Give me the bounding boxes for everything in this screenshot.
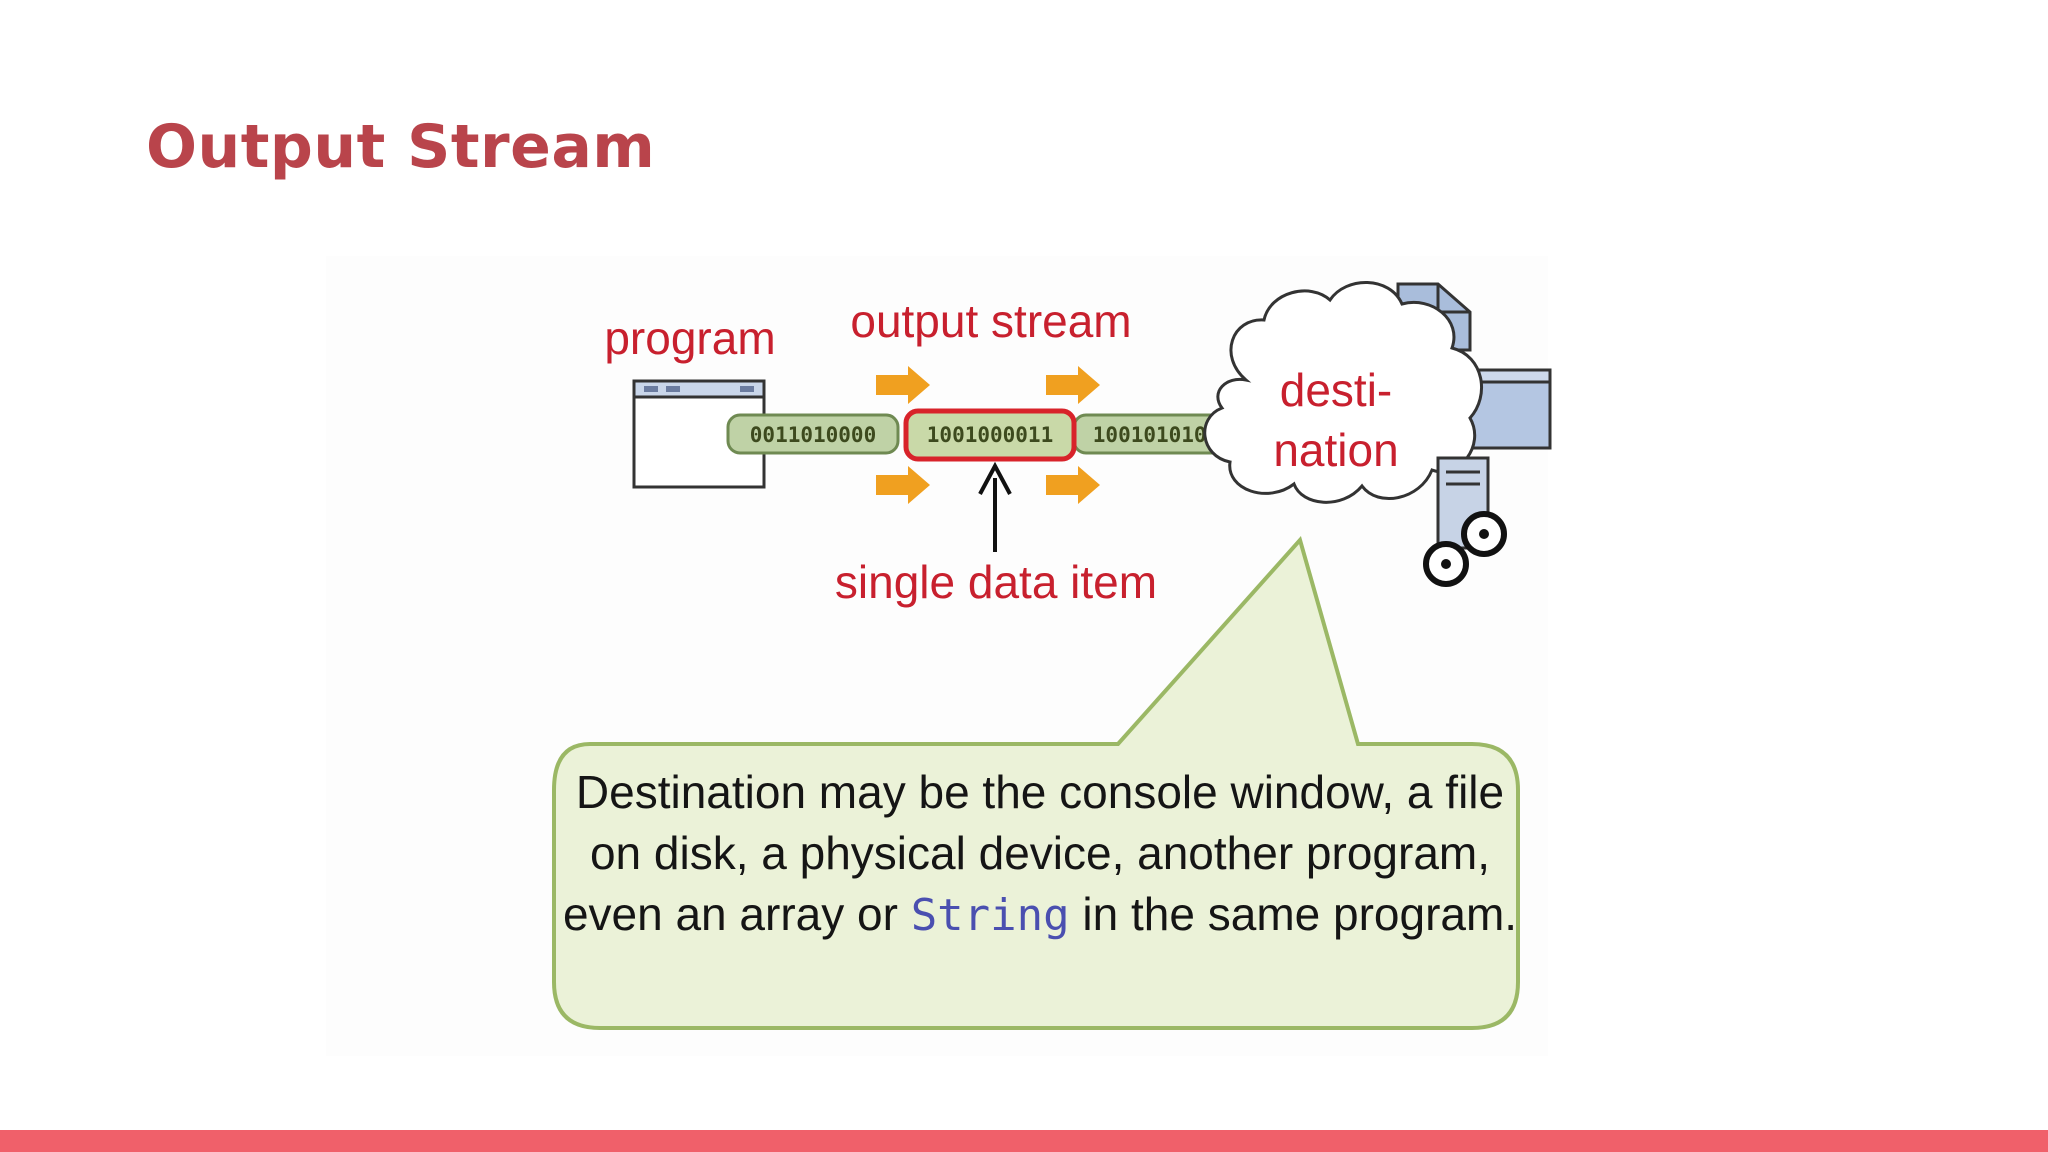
arrow-icon [876,366,930,404]
destination-cloud [1203,281,1484,504]
bit-segment-1 [726,413,900,455]
callout-text: Destination may be the console window, a… [560,762,1520,946]
pointer-arrow-icon [978,461,1012,552]
destination-label-line1: desti- [1280,364,1392,416]
program-window-icon [632,379,766,489]
bits-segment-2: 1001000011 [927,423,1053,447]
callout-bubble [552,535,1520,1030]
callout-text-before: Destination may be the console window, a… [562,766,1505,940]
bits-segment-1: 0011010000 [750,423,876,447]
bit-segment-2-highlighted [903,408,1077,462]
program-label: program [604,312,775,364]
single-data-item-label: single data item [835,556,1157,608]
callout-code-string: String [910,890,1070,941]
arrow-icon [876,466,930,504]
callout-text-after: in the same program. [1069,888,1518,940]
flow-arrows [876,366,1100,504]
arrow-icon [1046,366,1100,404]
bottom-accent-bar [0,1130,2048,1152]
bits-segment-3: 1001010101 [1093,423,1219,447]
slide-title: Output Stream [146,112,656,182]
arrow-icon [1046,466,1100,504]
destination-label-line2: nation [1273,424,1398,476]
disk-reel-icon [1423,511,1507,587]
output-stream-label: output stream [850,295,1131,347]
